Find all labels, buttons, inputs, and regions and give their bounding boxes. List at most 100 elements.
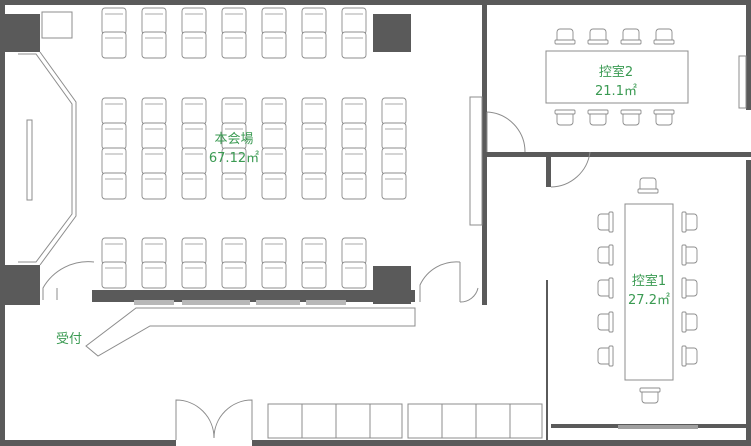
seat [101, 122, 127, 150]
seat [221, 7, 247, 35]
chair [620, 28, 642, 45]
waiting-room-1-area: 27.2㎡ [628, 293, 670, 308]
seat [141, 172, 167, 200]
chair [597, 311, 614, 333]
seat [301, 122, 327, 150]
seat [301, 31, 327, 59]
cabinet [738, 55, 747, 109]
entrance-door [175, 399, 253, 440]
seat [101, 261, 127, 289]
chair [597, 277, 614, 299]
seat [101, 147, 127, 175]
seat [101, 97, 127, 125]
seat [221, 31, 247, 59]
chair [681, 345, 698, 367]
chair [681, 211, 698, 233]
seat [101, 237, 127, 265]
seat [341, 7, 367, 35]
seat [141, 261, 167, 289]
seat [221, 172, 247, 200]
chair [554, 28, 576, 45]
chair [681, 277, 698, 299]
reception-counter [85, 307, 416, 357]
reception-label: 受付 [52, 330, 86, 349]
seat [341, 172, 367, 200]
seat [141, 147, 167, 175]
stage-screen [18, 51, 77, 266]
seat [141, 122, 167, 150]
seat [381, 122, 407, 150]
waiting-room-2-name: 控室2 [598, 65, 634, 80]
seat [341, 97, 367, 125]
main-hall-walls [0, 0, 487, 305]
seat [141, 237, 167, 265]
seat [181, 172, 207, 200]
reception-name: 受付 [55, 332, 82, 347]
main-hall-area: 67.12㎡ [208, 151, 260, 166]
under-wall-strip [134, 300, 346, 305]
seat [181, 31, 207, 59]
waiting-room-1-table [624, 203, 674, 381]
seat [141, 97, 167, 125]
chair [681, 311, 698, 333]
seat [301, 147, 327, 175]
main-hall-name: 本会場 [214, 132, 254, 147]
seat [261, 261, 287, 289]
seat [261, 7, 287, 35]
seat [261, 31, 287, 59]
seat [381, 172, 407, 200]
chair [587, 28, 609, 45]
seat [381, 97, 407, 125]
chair [639, 387, 661, 404]
seat [181, 97, 207, 125]
waiting-room-1-label: 控室1 27.2㎡ [614, 272, 684, 310]
seat [381, 147, 407, 175]
chair [681, 244, 698, 266]
waiting-room-2-area: 21.1㎡ [595, 84, 637, 99]
waiting-room-2-table [545, 50, 689, 104]
seat [301, 172, 327, 200]
seat [181, 261, 207, 289]
chair [620, 109, 642, 126]
seat [341, 261, 367, 289]
waiting-room-1-name: 控室1 [631, 274, 667, 289]
seat [141, 7, 167, 35]
storage-shelves [267, 403, 543, 439]
seat [341, 237, 367, 265]
lectern [41, 11, 73, 39]
seat [301, 261, 327, 289]
seat [301, 7, 327, 35]
wall-panel [469, 96, 483, 226]
chair [554, 109, 576, 126]
seat [301, 237, 327, 265]
seat [101, 7, 127, 35]
chair [653, 109, 675, 126]
chair [597, 244, 614, 266]
chair [653, 28, 675, 45]
chair [597, 211, 614, 233]
main-hall-doors [42, 111, 591, 303]
seat [221, 97, 247, 125]
seat [181, 237, 207, 265]
seat [141, 31, 167, 59]
seat [261, 237, 287, 265]
seat [221, 261, 247, 289]
chair [587, 109, 609, 126]
seat [261, 172, 287, 200]
seat [341, 122, 367, 150]
seat [181, 7, 207, 35]
seat [101, 31, 127, 59]
seat [341, 147, 367, 175]
seat [221, 237, 247, 265]
seat [101, 172, 127, 200]
chair [597, 345, 614, 367]
seat [301, 97, 327, 125]
waiting-room-2-label: 控室2 21.1㎡ [584, 63, 648, 101]
chair [637, 177, 659, 194]
main-hall-label: 本会場 67.12㎡ [196, 130, 272, 168]
seat [261, 97, 287, 125]
seat [341, 31, 367, 59]
window-sill [618, 425, 698, 429]
